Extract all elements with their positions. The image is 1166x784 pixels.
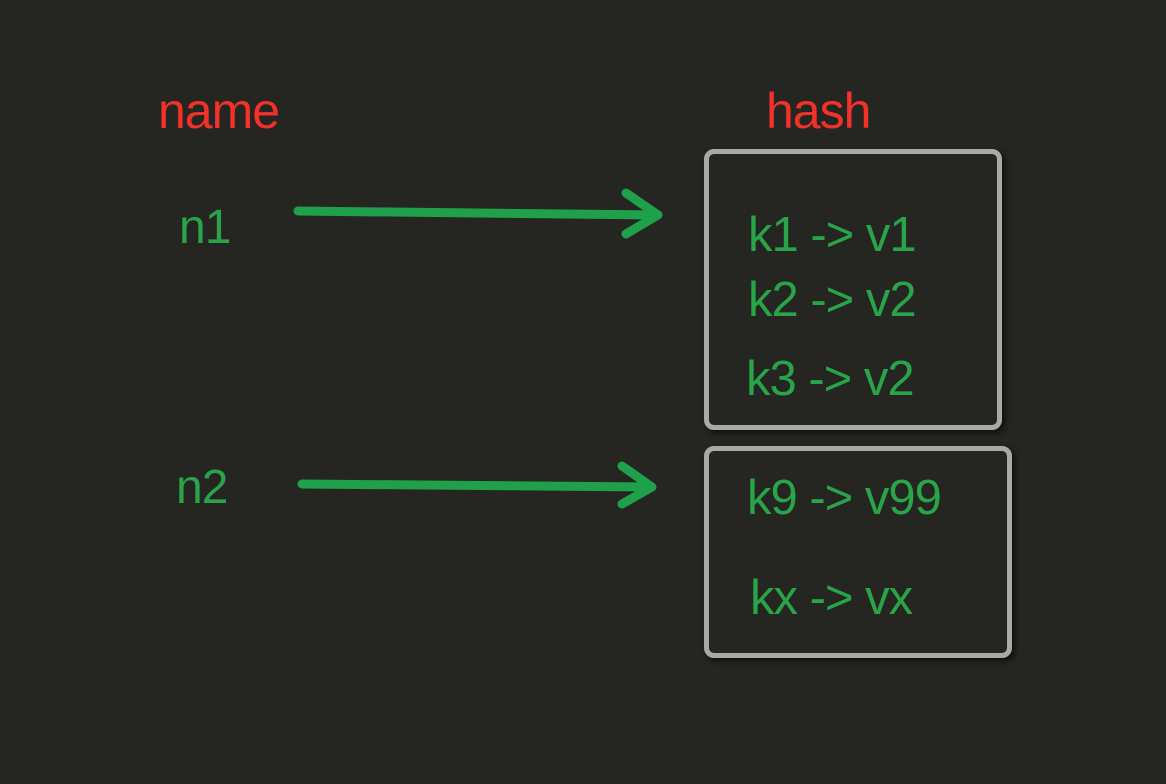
hash-box-2 [704, 446, 1012, 658]
hash-entry-k2: k2 -> v2 [748, 273, 917, 327]
hash-entry-kx: kx -> vx [750, 571, 913, 625]
hash-entry-k9: k9 -> v99 [747, 471, 942, 525]
name-n2: n2 [176, 461, 228, 514]
hash-box-1 [704, 149, 1002, 430]
hash-entry-k1: k1 -> v1 [748, 208, 917, 262]
hash-header: hash [766, 83, 871, 139]
arrow-n1 [293, 188, 663, 239]
name-header: name [158, 83, 280, 139]
name-n1: n1 [179, 201, 231, 254]
arrow-n2 [297, 461, 657, 509]
hash-entry-k3: k3 -> v2 [746, 352, 915, 406]
